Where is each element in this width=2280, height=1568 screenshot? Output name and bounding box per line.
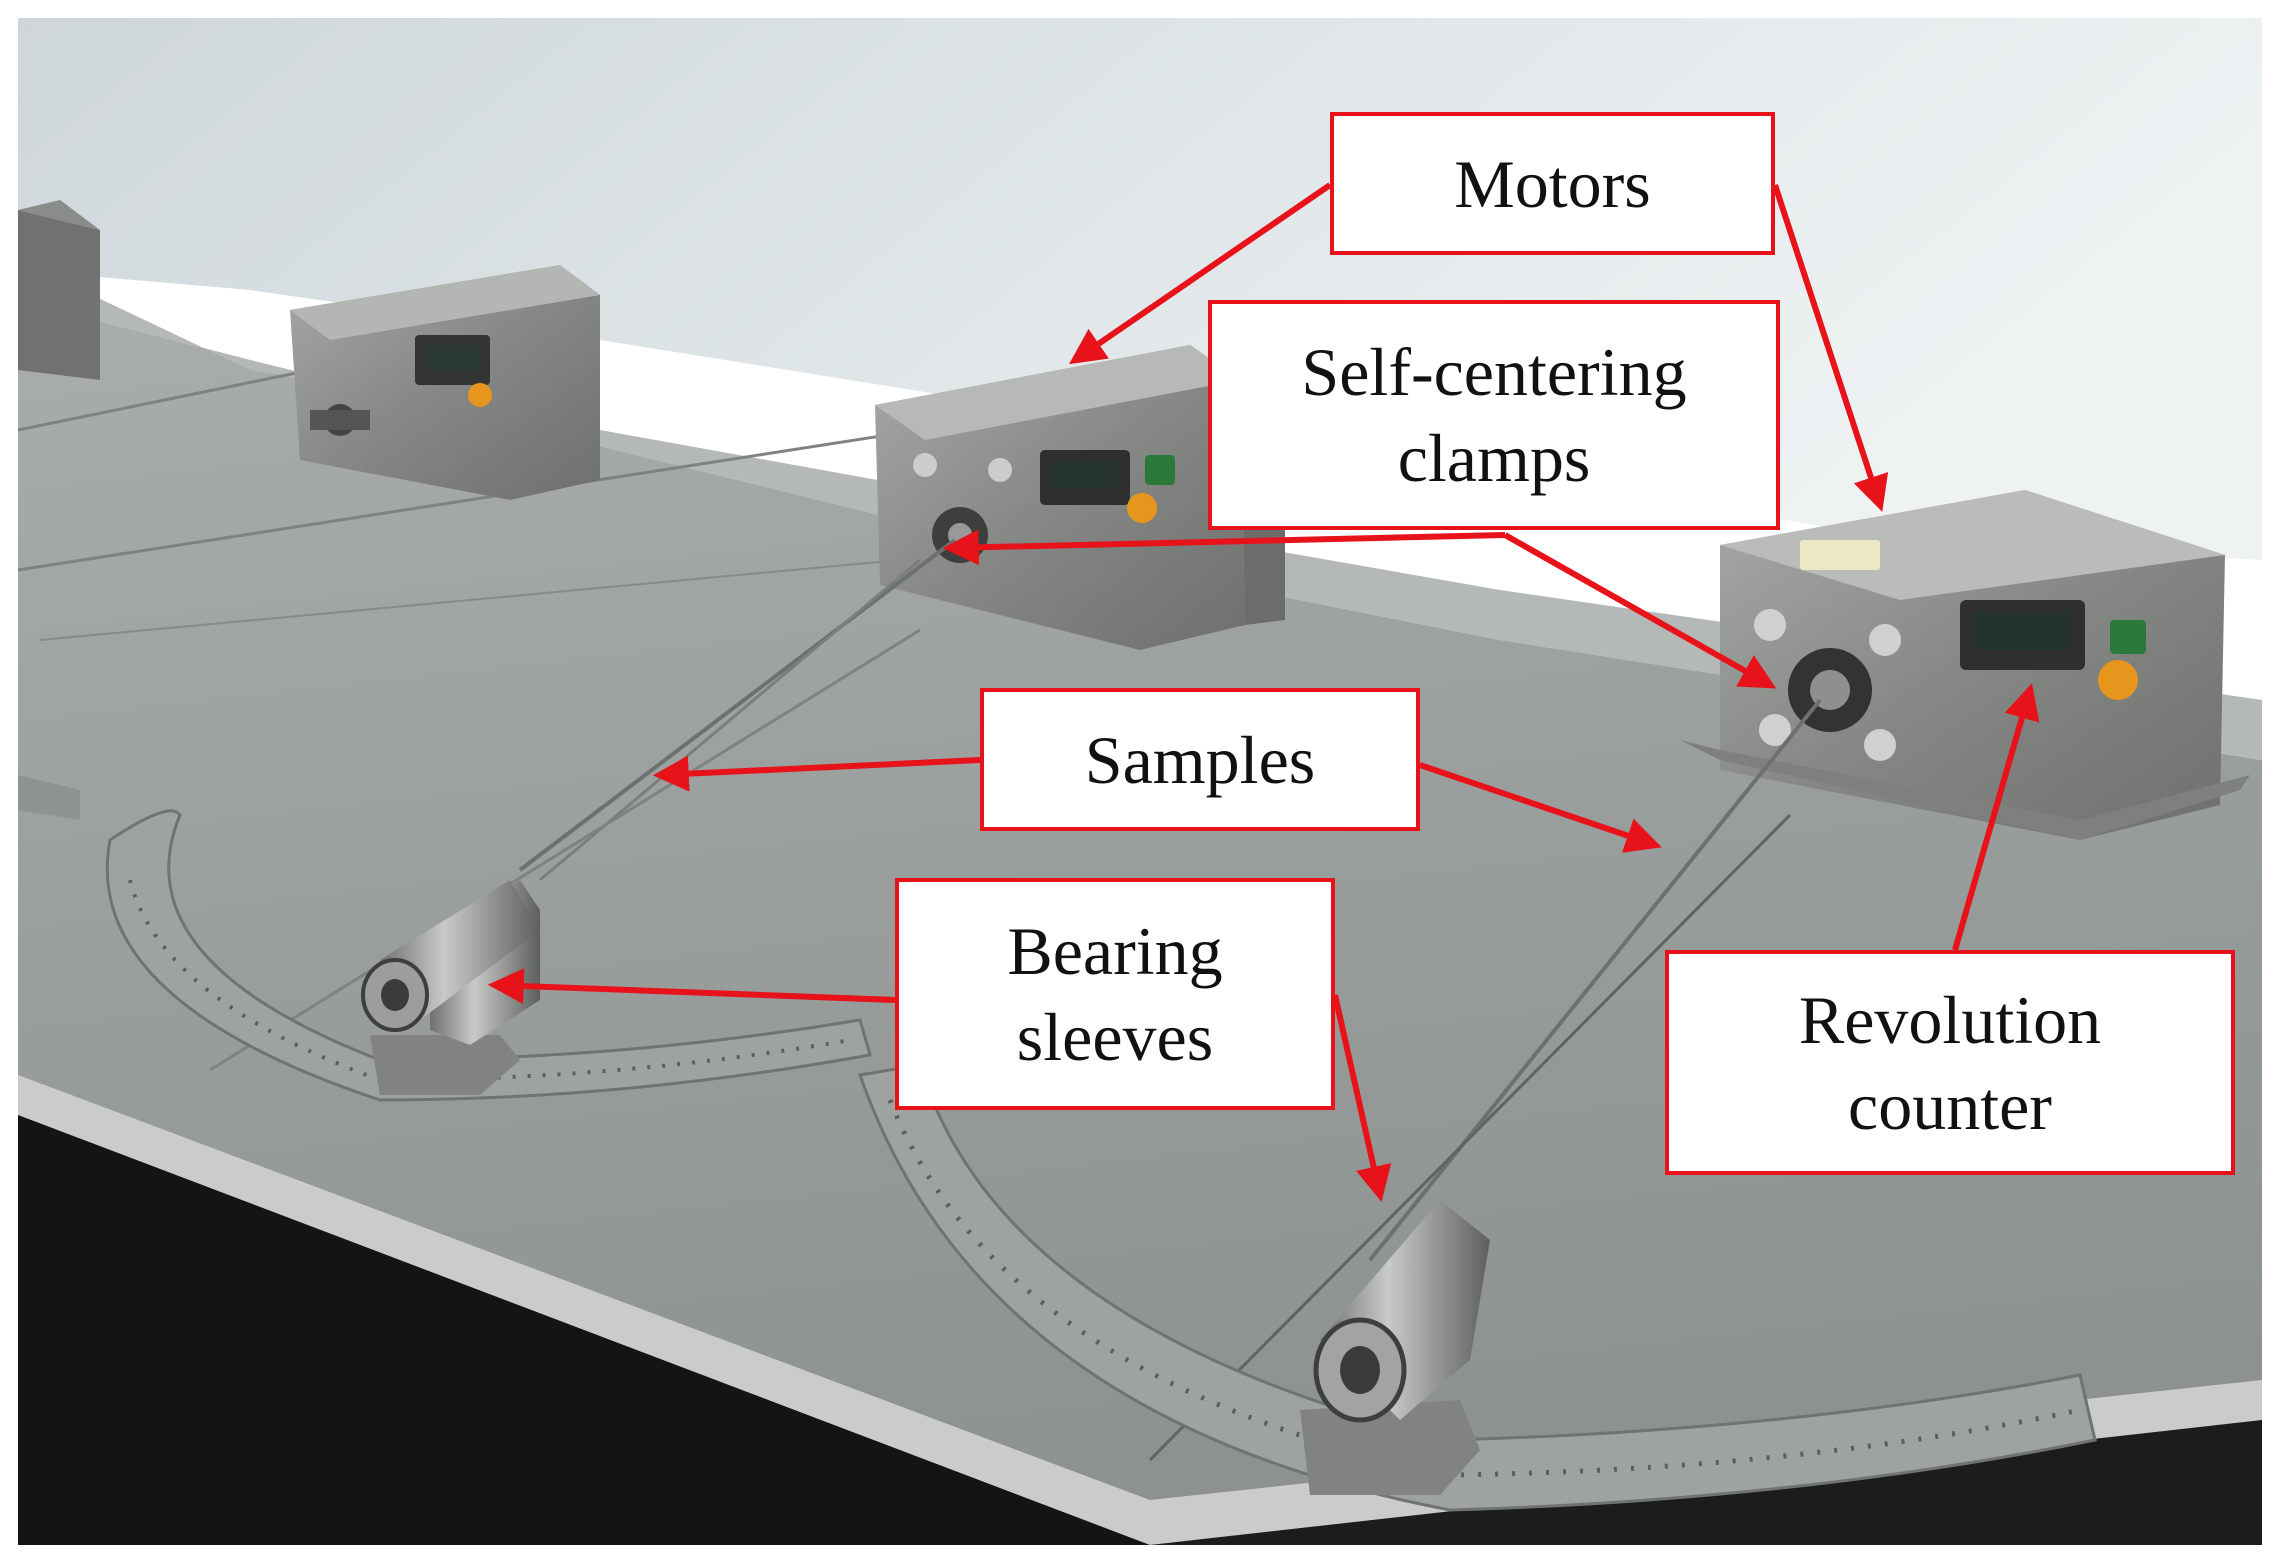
arrow-clamps-to-front: [1503, 532, 1777, 689]
sample-wire-right: [1368, 698, 1822, 1262]
arrow-clamps-to-middle: [942, 529, 1506, 566]
arrow-bearing-to-right: [1332, 994, 1392, 1203]
self-centering-clamps-callout: Self-centering clamps: [1208, 300, 1780, 530]
arrow-bearing-to-left: [487, 968, 896, 1005]
floor-shadow: [18, 1115, 1150, 1545]
motors-callout: Motors: [1330, 112, 1775, 255]
sample-wire-left: [518, 538, 957, 872]
callout-arrows: [487, 182, 2040, 1203]
arrow-motors-to-front: [1772, 184, 1889, 512]
revolution-counter-callout: Revolution counter: [1665, 950, 2235, 1175]
motor-far-left: [18, 200, 100, 380]
arrow-counter-to-display: [1952, 683, 2040, 951]
motor-back: [290, 265, 600, 500]
bearing-sleeves-callout: Bearing sleeves: [895, 878, 1335, 1110]
arc-scale-right: [857, 1063, 2097, 1512]
arrow-samples-to-left: [652, 755, 981, 792]
samples-callout: Samples: [980, 688, 1420, 831]
arc-scale-left: [105, 809, 872, 1102]
arrow-samples-to-right: [1419, 762, 1662, 853]
arrow-motors-to-middle: [1069, 182, 1332, 365]
motor-front: [1680, 490, 2250, 840]
bearing-sleeve-right: [1300, 1200, 1490, 1495]
